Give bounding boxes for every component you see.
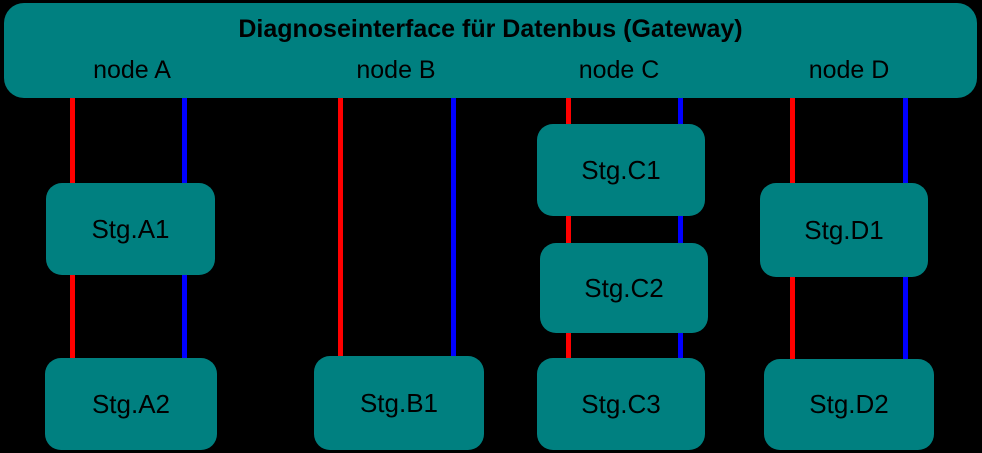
ecu-box-stg-d1: Stg.D1 — [760, 183, 928, 277]
node-c-red-bus-wire — [566, 95, 571, 362]
ecu-box-stg-a2: Stg.A2 — [45, 358, 217, 450]
ecu-box-stg-d2: Stg.D2 — [764, 359, 934, 450]
node-c-blue-bus-wire — [678, 95, 683, 362]
diagram-title: Diagnoseinterface für Datenbus (Gateway) — [238, 15, 743, 43]
gateway-header: Diagnoseinterface für Datenbus (Gateway)… — [4, 3, 977, 98]
node-d-label: node D — [808, 56, 890, 84]
ecu-box-stg-c3: Stg.C3 — [537, 358, 705, 450]
ecu-box-stg-b1: Stg.B1 — [314, 356, 484, 450]
node-b-label: node B — [356, 56, 436, 84]
node-b-blue-bus-wire — [451, 95, 456, 362]
node-c-label: node C — [578, 56, 660, 84]
node-a-label: node A — [93, 56, 171, 84]
ecu-box-stg-c2: Stg.C2 — [540, 243, 708, 333]
ecu-box-stg-c1: Stg.C1 — [537, 124, 705, 216]
node-b-red-bus-wire — [338, 95, 343, 362]
ecu-box-stg-a1: Stg.A1 — [46, 183, 215, 275]
